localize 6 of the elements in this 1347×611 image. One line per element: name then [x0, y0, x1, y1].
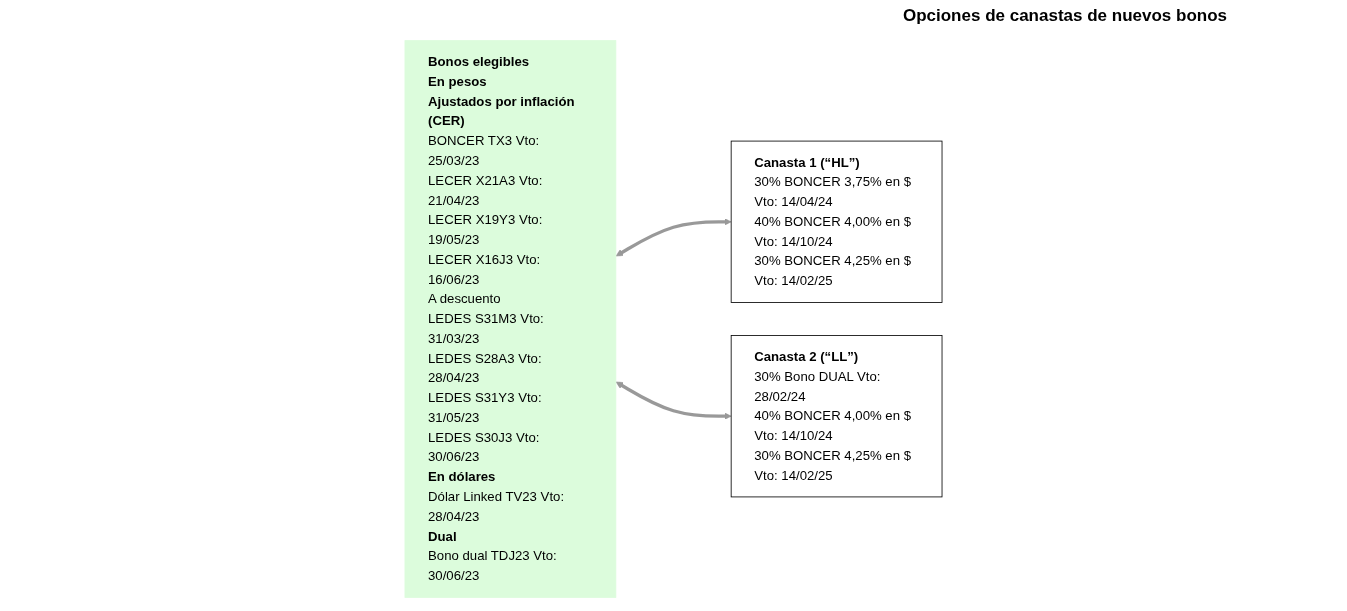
node-box: Canasta 2 (“LL”) 30% Bono DUAL Vto: 28/02/24 40% BONCER 4,00% en $ Vto: 14/10/24 30% BONCER 4,25% en $ Vto: 14/02/25 — [730, 335, 943, 498]
arrow — [615, 381, 732, 420]
section-heading: Opciones de canastas de nuevos bonos — [902, 6, 1227, 27]
node-box: Canasta 1 (“HL”) 30% BONCER 3,75% en $ Vto: 14/04/24 40% BONCER 4,00% en $ Vto: 14/10/24 30% BONCER 4,25% en $ Vto: 14/02/25 — [730, 140, 943, 303]
arrow — [615, 218, 732, 257]
node-box: Bonos elegibles En pesos Ajustados por inflación (CER) BONCER TX3 Vto: 25/03/23 LECER X21A3 Vto: 21/04/23 LECER X19Y3 Vto: 19/05/23 LECER X16J3 Vto: 16/06/23 A descuento LEDES S31M3 Vto: 31/03/23 LEDES S28A3 Vto: 28/04/23 LEDES S31Y3 Vto: 31/05/23 LEDES S30J3 Vto: 30/06/23 En dólares Dólar Linked TV23 Vto: 28/04/23 Dual Bono dual TDJ23 Vto: 30/06/23 — [404, 40, 617, 598]
